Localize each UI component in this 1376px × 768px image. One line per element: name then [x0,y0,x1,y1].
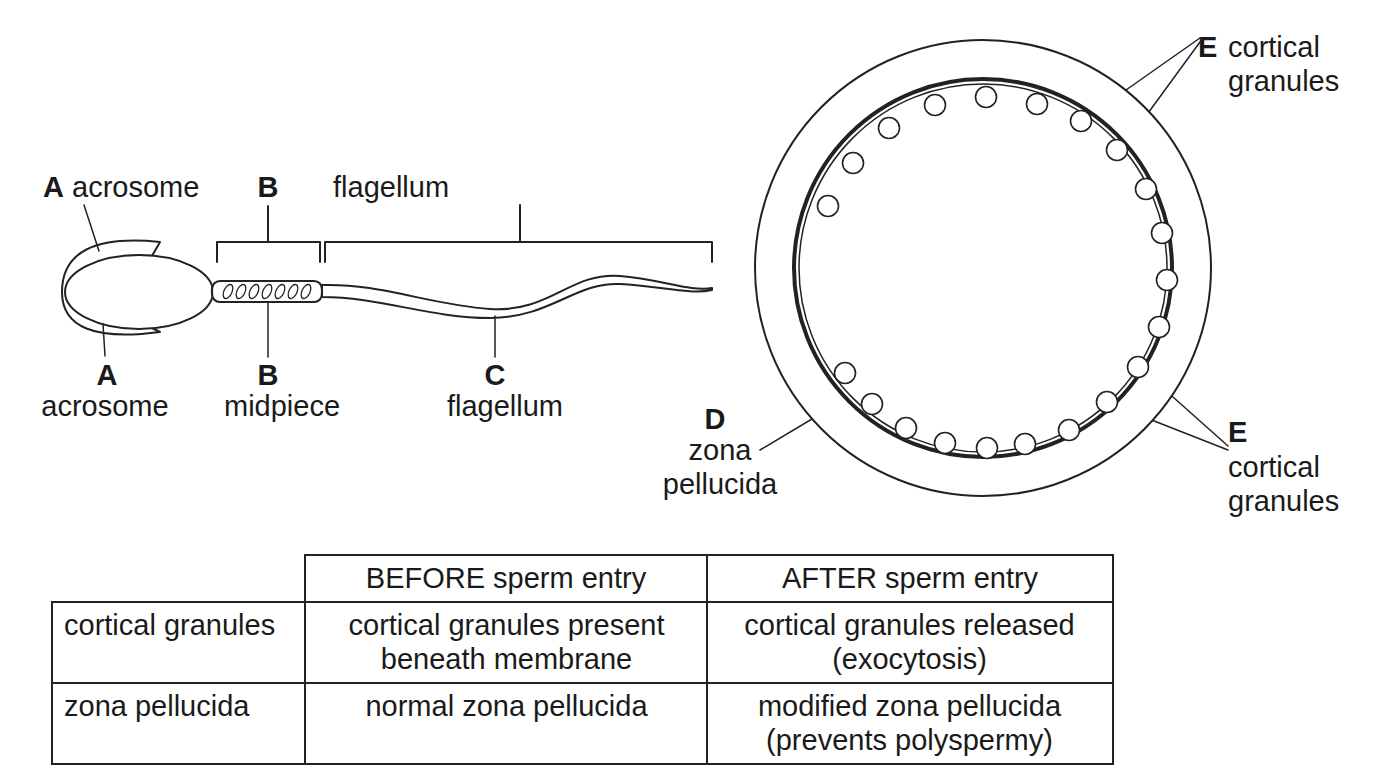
cortical-granule [862,394,883,415]
part-name: cortical granules [1228,30,1358,98]
part-letter: C [480,358,510,392]
cortical-granule [818,196,839,217]
part-letter: A [92,358,122,392]
cortical-granule [1097,392,1118,413]
part-name: acrosome [35,389,175,423]
table-cell: cortical granules present beneath membra… [314,608,699,676]
part-letter: E [1198,30,1228,64]
cortical-granule [1071,111,1092,132]
leader-line [494,316,496,357]
table-cell: cortical granules released (exocytosis) [717,608,1102,676]
cortical-granule [1015,434,1036,455]
part-letter: A [43,170,73,204]
part-name: acrosome [72,170,232,204]
part-letter: E [1228,415,1258,449]
cortical-granule [1027,94,1048,115]
egg-cortex [799,84,1167,452]
cortical-granule [976,87,997,108]
sperm-head [65,255,213,329]
cortical-granule [935,433,956,454]
table-rule [51,602,53,764]
table-rule [1112,555,1114,764]
mitochondrion [247,283,261,300]
cortical-granule [1136,179,1157,200]
cortical-granule [1107,140,1128,161]
midpiece-bracket [217,206,320,262]
cortical-granule [896,418,917,439]
cortical-granule [1149,317,1170,338]
mitochondrion [221,283,235,300]
table-cell: normal zona pellucida [314,689,699,723]
table-rule [52,601,1113,603]
table-cell: modified zona pellucida (prevents polysp… [717,689,1102,757]
leader-line [84,205,99,251]
cortical-granule [925,95,946,116]
part-name: cortical granules [1228,450,1358,518]
mitochondrion [260,283,274,300]
zona-pellucida-outline [755,40,1211,496]
cortical-granule [835,363,856,384]
cortical-granule [1059,420,1080,441]
part-name: zona pellucida [645,433,795,501]
cortical-granule-set [818,87,1178,459]
row-header: cortical granules [64,608,302,642]
leader-line [103,324,105,356]
part-letter: D [700,402,730,436]
cortical-granule [1128,357,1149,378]
table-rule [52,682,1113,684]
cortical-granule [1157,270,1178,291]
part-name: flagellum [435,389,575,423]
leader-line [267,302,269,357]
mitochondrion [273,283,287,300]
table-rule [305,554,1113,556]
part-name: midpiece [212,389,352,423]
cortical-granule [843,153,864,174]
table-header: BEFORE sperm entry [305,561,707,595]
table-header: AFTER sperm entry [707,561,1113,595]
part-letter: B [253,358,283,392]
table-grid [52,555,1113,764]
flagellum-bracket [325,205,712,262]
row-header: zona pellucida [64,689,302,723]
mitochondria [221,283,313,300]
cortical-granule [879,118,900,139]
mitochondrion [234,283,248,300]
mitochondrion [299,283,313,300]
flagellum-tail [322,276,712,318]
part-name: flagellum [333,170,493,204]
egg-membrane [794,79,1172,457]
part-letter: B [253,170,283,204]
table-rule [706,555,708,764]
cortical-granule [977,438,998,459]
mitochondrion [286,283,300,300]
cortical-granule [1152,223,1173,244]
table-rule [52,763,1113,765]
table-rule [304,555,306,764]
midpiece-body [212,281,322,302]
